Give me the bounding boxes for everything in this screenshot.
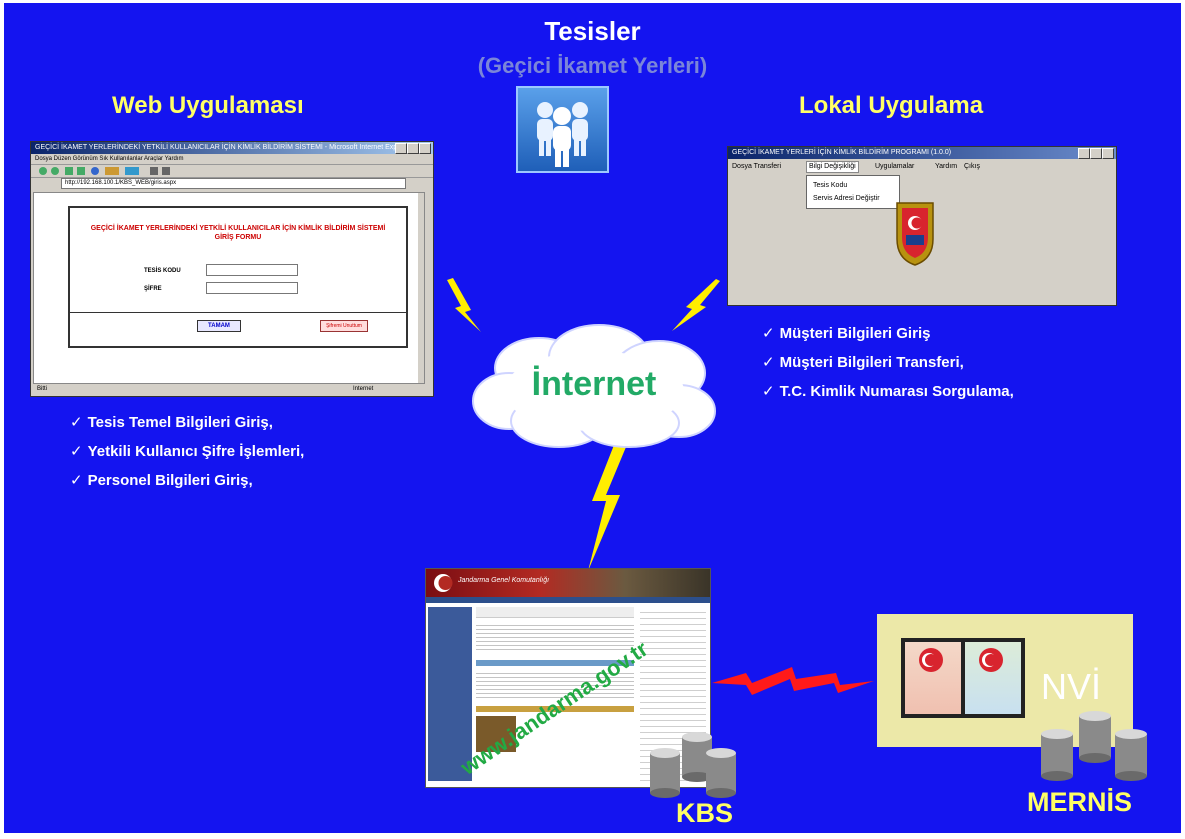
list-item: ✓T.C. Kimlik Numarası Sorgulama, — [762, 383, 1014, 400]
sifre-label: ŞİFRE — [144, 286, 162, 292]
web-app-window: GEÇİCİ İKAMET YERLERİNDEKİ YETKİLİ KULLA… — [30, 141, 434, 397]
id-cards-image — [901, 638, 1025, 718]
local-window-title: GEÇİCİ İKAMET YERLERİ İÇİN KİMLİK BİLDİR… — [728, 147, 1116, 159]
internet-cloud-icon — [472, 324, 716, 448]
sifre-input[interactable] — [206, 282, 298, 294]
site-nav-bar — [426, 597, 710, 603]
dropdown-item-tesis-kodu[interactable]: Tesis Kodu — [813, 182, 848, 189]
local-app-features: ✓Müşteri Bilgileri Giriş ✓Müşteri Bilgil… — [762, 319, 1014, 406]
lightning-bolt-down-icon — [588, 445, 626, 571]
menu-dosya-transferi[interactable]: Dosya Transferi — [732, 163, 782, 170]
turkish-flag-icon — [919, 648, 1003, 672]
local-menubar[interactable]: Dosya Transferi Bilgi Değişikliği Uygula… — [728, 161, 1116, 173]
dropdown-menu: Tesis Kodu Servis Adresi Değiştir — [806, 175, 900, 209]
web-window-menubar[interactable]: Dosya Düzen Görünüm Sık Kullanılanlar Ar… — [31, 154, 433, 165]
page-subtitle: (Geçici İkamet Yerleri) — [477, 53, 708, 78]
list-item: ✓Müşteri Bilgileri Giriş — [762, 325, 931, 342]
dropdown-item-servis-adresi[interactable]: Servis Adresi Değiştir — [813, 195, 880, 202]
menu-cikis[interactable]: Çıkış — [964, 163, 980, 170]
page-title: Tesisler — [544, 16, 641, 46]
menu-yardim[interactable]: Yardım — [935, 163, 958, 170]
login-form: GEÇİCİ İKAMET YERLERİNDEKİ YETKİLİ KULLA… — [68, 206, 408, 348]
mernis-database-icon — [1041, 711, 1147, 781]
tesis-kodu-label: TESİS KODU — [144, 268, 181, 274]
site-header-title: Jandarma Genel Komutanlığı — [458, 577, 550, 584]
web-page-area: GEÇİCİ İKAMET YERLERİNDEKİ YETKİLİ KULLA… — [33, 192, 425, 384]
toolbar-icons — [39, 167, 170, 175]
ok-button[interactable]: TAMAM — [197, 320, 241, 332]
web-window-toolbar[interactable] — [31, 165, 433, 178]
minimize-icon[interactable] — [395, 143, 407, 154]
address-bar[interactable]: http://192.168.100.1/KBS_WEB/giris.aspx — [61, 178, 406, 189]
internet-label: İnternet — [531, 365, 657, 403]
local-app-heading: Lokal Uygulama — [799, 92, 984, 119]
red-lightning-icon — [712, 667, 874, 695]
mernis-label: MERNİS — [1027, 787, 1133, 817]
lightning-bolt-right-icon — [672, 279, 720, 331]
form-divider — [70, 312, 406, 313]
site-main-column — [476, 607, 634, 781]
close-icon[interactable] — [1102, 148, 1114, 159]
status-right: Internet — [353, 386, 374, 392]
web-window-title: GEÇİCİ İKAMET YERLERİNDEKİ YETKİLİ KULLA… — [31, 142, 433, 154]
site-left-column — [428, 607, 472, 781]
menu-uygulamalar[interactable]: Uygulamalar — [875, 163, 915, 170]
web-scrollbar[interactable] — [418, 193, 424, 383]
maximize-icon[interactable] — [1090, 148, 1102, 159]
list-item: ✓Müşteri Bilgileri Transferi, — [762, 354, 964, 371]
list-item: ✓Tesis Temel Bilgileri Giriş, — [70, 414, 273, 431]
site-header: Jandarma Genel Komutanlığı — [426, 569, 710, 597]
crescent-icon — [434, 574, 453, 592]
list-item: ✓Yetkili Kullanıcı Şifre İşlemleri, — [70, 443, 305, 460]
web-app-features: ✓Tesis Temel Bilgileri Giriş, ✓Yetkili K… — [70, 408, 304, 495]
kbs-database-icon — [650, 732, 736, 798]
status-left: Bitti — [37, 386, 48, 392]
forgot-password-button[interactable]: Şifremi Unuttum — [320, 320, 368, 332]
jandarma-emblem-icon — [893, 197, 937, 267]
login-form-title: GEÇİCİ İKAMET YERLERİNDEKİ YETKİLİ KULLA… — [90, 225, 386, 241]
menu-bilgi-degisikligi[interactable]: Bilgi Değişikliği — [806, 161, 859, 173]
web-app-heading: Web Uygulaması — [112, 92, 304, 119]
status-bar: Bitti Internet — [31, 384, 433, 394]
list-item: ✓Personel Bilgileri Giriş, — [70, 472, 253, 489]
kbs-label: KBS — [676, 798, 734, 828]
close-icon[interactable] — [419, 143, 431, 154]
slide: Tesisler (Geçici İkamet Yerleri) Web Uyg… — [4, 3, 1181, 833]
tesis-kodu-input[interactable] — [206, 264, 298, 276]
minimize-icon[interactable] — [1078, 148, 1090, 159]
people-icon — [516, 86, 609, 173]
lightning-bolt-left-icon — [447, 278, 481, 332]
maximize-icon[interactable] — [407, 143, 419, 154]
nvi-label: NVİ — [1041, 666, 1102, 707]
local-app-window: GEÇİCİ İKAMET YERLERİ İÇİN KİMLİK BİLDİR… — [727, 146, 1117, 306]
